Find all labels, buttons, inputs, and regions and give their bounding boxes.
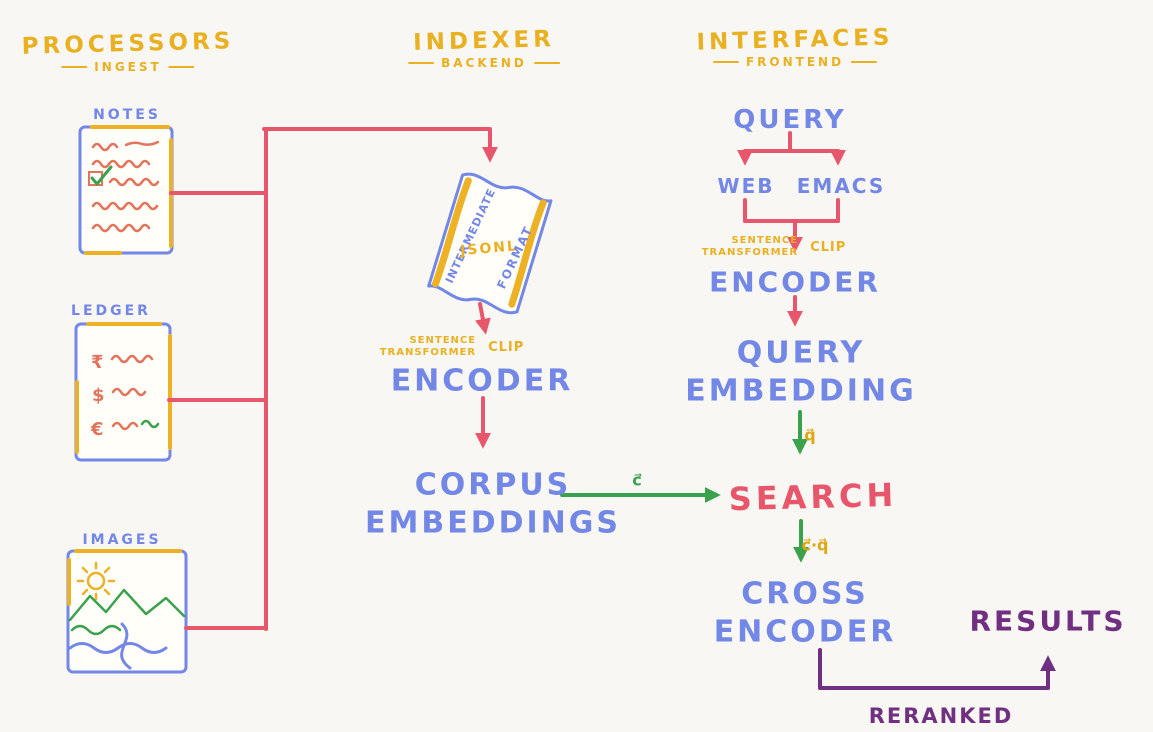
- jsonl-scroll-icon: INTERMEDIATE JSONL FORMAT: [427, 172, 553, 315]
- sun-icon: [76, 561, 116, 601]
- model-line1: SENTENCE: [409, 335, 477, 346]
- sentence-transformer-label: SENTENCE TRANSFORMER: [380, 335, 476, 359]
- currency-dollar-icon: $: [92, 385, 105, 406]
- interfaces-encoder-label: ENCODER: [709, 265, 881, 299]
- results-connector: [818, 648, 1056, 690]
- results-label: RESULTS: [969, 604, 1127, 638]
- currency-rupee-icon: ₹: [91, 352, 104, 373]
- cross-line2: ENCODER: [713, 614, 897, 649]
- search-connectors: [560, 410, 809, 563]
- interfaces-subtitle: FRONTEND: [713, 55, 877, 69]
- images-label: IMAGES: [82, 532, 162, 548]
- query-embedding-line1: QUERY: [736, 335, 866, 371]
- query-label: QUERY: [733, 105, 847, 135]
- reranked-label: RERANKED: [868, 704, 1014, 728]
- processors-subtitle: INGEST: [61, 60, 194, 74]
- scroll-to-encoder-arrow: [475, 302, 491, 335]
- trunk-to-scroll-arrow: [262, 127, 498, 163]
- indexer-header: INDEXER: [412, 26, 556, 56]
- emacs-label: EMACS: [796, 174, 886, 198]
- ingest-connectors: [167, 127, 498, 631]
- notes-label: NOTES: [93, 107, 161, 123]
- indexer-subtitle-text: BACKEND: [441, 56, 527, 70]
- interface-connectors: [737, 131, 846, 327]
- search-label: SEARCH: [728, 475, 898, 519]
- query-embedding-line2: EMBEDDING: [685, 373, 917, 408]
- model-line1: SENTENCE: [731, 235, 799, 246]
- corpus-embeddings-label: CORPUS EMBEDDINGS: [365, 467, 621, 542]
- cross-encoder-label: CROSS ENCODER: [714, 576, 897, 651]
- ledger-card-icon: ₹ $ €: [74, 322, 172, 462]
- clip-label: CLIP: [488, 339, 525, 355]
- query-vector-label: q⃗: [804, 425, 816, 445]
- notes-card-icon: [78, 125, 174, 255]
- corpus-vector-label: c⃗: [632, 470, 642, 490]
- indexer-subtitle: BACKEND: [408, 56, 560, 70]
- indexer-model-label: SENTENCE TRANSFORMER CLIP: [380, 335, 525, 359]
- processors-subtitle-text: INGEST: [94, 60, 162, 74]
- model-line2: TRANSFORMER: [379, 347, 477, 358]
- interfaces-header: INTERFACES: [696, 24, 894, 56]
- cross-to-results-arrow: [818, 648, 1056, 690]
- corpus-line2: EMBEDDINGS: [364, 505, 622, 540]
- currency-euro-icon: €: [90, 419, 104, 440]
- interfaces-subtitle-text: FRONTEND: [745, 55, 845, 69]
- images-card-icon: [66, 549, 188, 674]
- query-embedding-label: QUERY EMBEDDING: [685, 335, 916, 410]
- interfaces-model-label: SENTENCE TRANSFORMER CLIP: [702, 235, 847, 259]
- clip-label: CLIP: [810, 239, 847, 255]
- model-line2: TRANSFORMER: [701, 247, 799, 258]
- web-label: WEB: [717, 174, 775, 198]
- sentence-transformer-label: SENTENCE TRANSFORMER: [702, 235, 798, 259]
- scroll-center-text: JSONL: [459, 238, 519, 259]
- corpus-line1: CORPUS: [414, 467, 572, 503]
- ledger-label: LEDGER: [71, 303, 151, 319]
- indexer-encoder-label: ENCODER: [390, 363, 574, 399]
- processors-header: PROCESSORS: [21, 28, 235, 60]
- similarity-label: c⃗·q⃗: [801, 535, 829, 555]
- cross-line1: CROSS: [741, 576, 869, 612]
